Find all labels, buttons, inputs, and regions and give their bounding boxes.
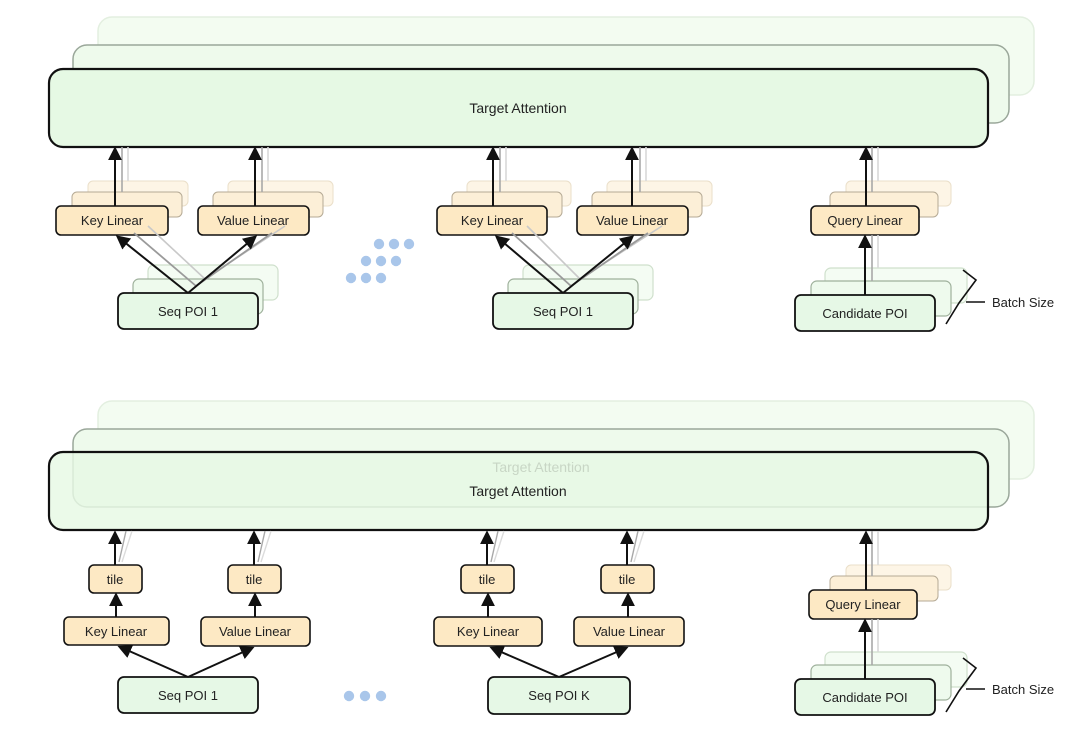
top-group-1: Seq POI 1 Key Linear Value Linear bbox=[55, 146, 334, 330]
bottom-query-group: Query Linear Candidate POI Batch Size bbox=[794, 530, 1054, 716]
ghost-connector bbox=[257, 530, 266, 563]
query-linear-label: Query Linear bbox=[827, 213, 903, 228]
seq-to-key-arrow bbox=[494, 235, 564, 294]
key-linear-box bbox=[55, 205, 169, 236]
ghost-connector bbox=[633, 530, 645, 563]
batch-size-label: Batch Size bbox=[992, 682, 1054, 697]
ellipsis-dot bbox=[375, 690, 387, 702]
tile-label: tile bbox=[479, 572, 496, 587]
seq-to-key-arrow bbox=[489, 646, 560, 678]
ellipsis-dot bbox=[390, 255, 402, 267]
ellipsis-dot bbox=[388, 238, 400, 250]
seq-to-value-arrow bbox=[187, 235, 258, 294]
bottom-group-2: Seq POI K Key Linear Value Linear tile t… bbox=[433, 530, 685, 715]
ghost-connector bbox=[493, 530, 505, 563]
ellipsis-dot bbox=[345, 272, 357, 284]
top-group-2: Seq POI 1 Key Linear Value Linear bbox=[436, 146, 713, 330]
bottom-group-1: Seq POI 1 Key Linear Value Linear tile t… bbox=[63, 530, 311, 714]
value-linear-label: Value Linear bbox=[219, 624, 292, 639]
ghost-connector bbox=[526, 225, 581, 280]
ellipsis-dot bbox=[375, 255, 387, 267]
target-attention-label: Target Attention bbox=[469, 483, 566, 499]
ghost-connector bbox=[260, 530, 272, 563]
key-linear-label: Key Linear bbox=[461, 213, 524, 228]
seq-poi-label: Seq POI 1 bbox=[533, 304, 593, 319]
ellipsis-dot bbox=[359, 690, 371, 702]
ghost-connector bbox=[195, 232, 273, 287]
seq-poi-label: Seq POI 1 bbox=[158, 304, 218, 319]
target-attention-ghost-label: Target Attention bbox=[492, 459, 589, 475]
batch-size-label: Batch Size bbox=[992, 295, 1054, 310]
ghost-connector bbox=[121, 530, 133, 563]
seq-poi-label: Seq POI K bbox=[528, 688, 590, 703]
top-query-group: Query Linear Candidate POI Batch Size bbox=[794, 146, 1054, 332]
seq-to-value-arrow bbox=[562, 235, 635, 294]
ghost-connector bbox=[118, 530, 127, 563]
bottom-panel: Target Attention Target Attention Seq PO… bbox=[47, 400, 1054, 716]
ellipsis-dot bbox=[360, 255, 372, 267]
query-linear-label: Query Linear bbox=[825, 597, 901, 612]
tile-label: tile bbox=[246, 572, 263, 587]
seq-to-value-arrow bbox=[187, 646, 255, 678]
tile-label: tile bbox=[619, 572, 636, 587]
ghost-connector bbox=[147, 225, 206, 280]
seq-to-key-arrow bbox=[117, 645, 189, 678]
ellipsis-dots bbox=[343, 690, 387, 702]
ellipsis-dots bbox=[345, 238, 415, 284]
ellipsis-dot bbox=[343, 690, 355, 702]
value-linear-label: Value Linear bbox=[217, 213, 290, 228]
candidate-poi-label: Candidate POI bbox=[822, 306, 907, 321]
ellipsis-dot bbox=[373, 238, 385, 250]
key-linear-label: Key Linear bbox=[81, 213, 144, 228]
seq-to-key-arrow bbox=[115, 235, 189, 294]
value-linear-label: Value Linear bbox=[596, 213, 669, 228]
ellipsis-dot bbox=[375, 272, 387, 284]
top-panel: Target Attention Seq POI 1 Key Linear Va… bbox=[47, 16, 1054, 332]
seq-poi-label: Seq POI 1 bbox=[158, 688, 218, 703]
batch-size-brace bbox=[945, 657, 978, 713]
tile-label: tile bbox=[107, 572, 124, 587]
key-linear-label: Key Linear bbox=[457, 624, 520, 639]
ellipsis-dot bbox=[403, 238, 415, 250]
target-attention-box bbox=[47, 67, 990, 149]
target-attention-label: Target Attention bbox=[469, 100, 566, 116]
value-linear-label: Value Linear bbox=[593, 624, 666, 639]
batch-size-brace bbox=[945, 269, 978, 325]
target-attention-box bbox=[47, 450, 990, 532]
ellipsis-dot bbox=[360, 272, 372, 284]
ghost-connector bbox=[630, 530, 639, 563]
seq-to-value-arrow bbox=[558, 646, 629, 678]
key-linear-label: Key Linear bbox=[85, 624, 148, 639]
ghost-connector bbox=[133, 232, 197, 287]
ghost-connector bbox=[490, 530, 499, 563]
ghost-connector bbox=[511, 232, 572, 287]
candidate-poi-label: Candidate POI bbox=[822, 690, 907, 705]
